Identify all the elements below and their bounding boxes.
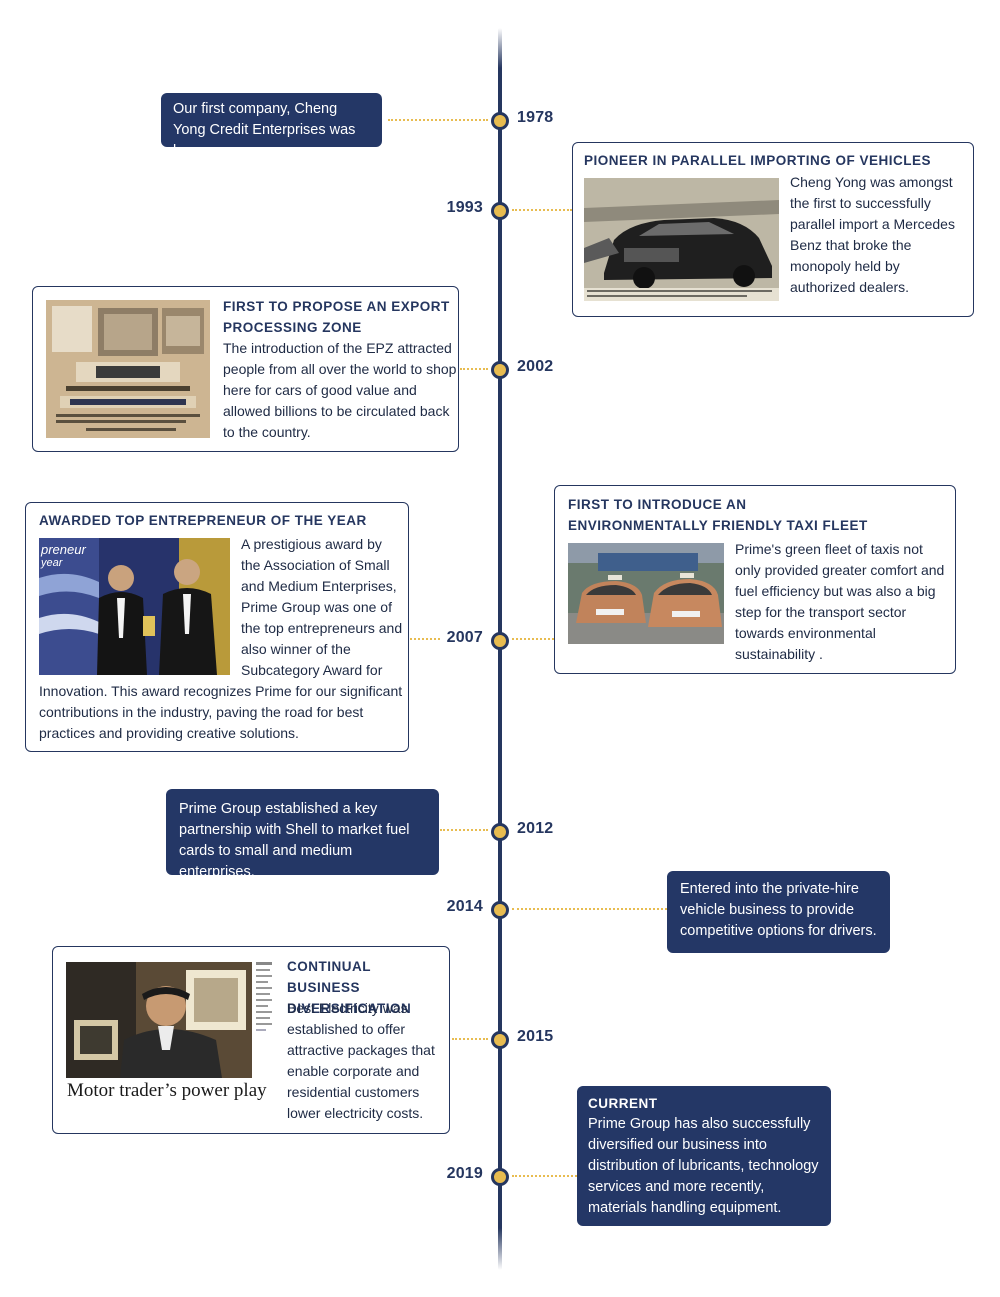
- entry-card: Motor trader’s power play CONTINUAL BUSI…: [52, 946, 450, 1134]
- timeline-node: [491, 632, 509, 650]
- svg-text:preneur: preneur: [40, 542, 86, 557]
- entry-text: Cheng Yong was amongst the first to succ…: [790, 174, 955, 295]
- newspaper-headline: Motor trader’s power play: [67, 1080, 267, 1101]
- connector-dots: [512, 209, 572, 211]
- connector-dots: [512, 638, 554, 640]
- entry-card: Prime Group established a key partnershi…: [166, 789, 439, 880]
- timeline-node: [491, 901, 509, 919]
- entry-title: CONTINUAL BUSINESS DIVERSIFICATION: [287, 959, 412, 1016]
- year-label: 1978: [517, 109, 554, 126]
- entry-card: AWARDED TOP ENTREPRENEUR OF THE YEAR pre…: [25, 502, 409, 752]
- connector-dots: [388, 119, 488, 121]
- entry-title: CURRENT: [588, 1096, 658, 1111]
- year-label: 2014: [446, 898, 483, 915]
- timeline-node: [491, 823, 509, 841]
- year-label: 2019: [446, 1165, 483, 1182]
- connector-dots: [512, 908, 667, 910]
- timeline-node: [491, 112, 509, 130]
- timeline-node: [491, 202, 509, 220]
- entry-card: FIRST TO PROPOSE AN EXPORT PROCESSING ZO…: [32, 286, 459, 452]
- year-label: 2015: [517, 1028, 554, 1045]
- year-label: 2007: [446, 629, 483, 646]
- svg-text:year: year: [40, 557, 64, 569]
- entry-card: FIRST TO INTRODUCE AN ENVIRONMENTALLY FR…: [554, 485, 956, 674]
- timeline-node: [491, 1031, 509, 1049]
- connector-dots: [452, 1038, 488, 1040]
- year-label: 1993: [446, 199, 483, 216]
- connector-dots: [460, 368, 488, 370]
- entry-text: Prime Group established a key partnershi…: [179, 801, 410, 880]
- entry-card: PIONEER IN PARALLEL IMPORTING OF VEHICLE…: [572, 142, 974, 317]
- entry-card: CURRENT Prime Group has also successfull…: [577, 1086, 831, 1226]
- entry-text: A prestigious award by the Association o…: [39, 534, 405, 744]
- epz-poster-photo-icon: [46, 300, 210, 438]
- connector-dots: [410, 638, 440, 640]
- timeline-node: [491, 1168, 509, 1186]
- entry-title: AWARDED TOP ENTREPRENEUR OF THE YEAR: [39, 513, 367, 528]
- newspaper-car-photo-icon: [584, 178, 779, 301]
- taxi-fleet-photo-icon: [568, 543, 724, 644]
- timeline-node: [491, 361, 509, 379]
- entry-title: FIRST TO PROPOSE AN EXPORT PROCESSING ZO…: [223, 299, 450, 335]
- connector-dots: [440, 829, 488, 831]
- entry-card: Entered into the private-hire vehicle bu…: [667, 871, 890, 953]
- entry-text: Entered into the private-hire vehicle bu…: [680, 881, 877, 939]
- award-ceremony-photo-icon: preneur year: [39, 538, 230, 675]
- entry-text-content: A prestigious award by the Association o…: [39, 536, 403, 741]
- entry-text: Prime Group has also successfully divers…: [588, 1116, 819, 1216]
- newspaper-portrait-photo-icon: Motor trader’s power play: [66, 960, 274, 1106]
- entry-card: Our first company, Cheng Yong Credit Ent…: [161, 93, 382, 159]
- entry-title: PIONEER IN PARALLEL IMPORTING OF VEHICLE…: [584, 153, 932, 168]
- entry-text: Prime's green fleet of taxis not only pr…: [735, 541, 945, 662]
- year-label: 2002: [517, 358, 554, 375]
- year-label: 2012: [517, 820, 554, 837]
- connector-dots: [512, 1175, 577, 1177]
- entry-text: Our first company, Cheng Yong Credit Ent…: [173, 101, 356, 159]
- entry-text: The introduction of the EPZ attracted pe…: [223, 340, 457, 440]
- entry-title: FIRST TO INTRODUCE AN ENVIRONMENTALLY FR…: [568, 497, 868, 533]
- entry-text: Best Electricity was established to offe…: [287, 1000, 435, 1121]
